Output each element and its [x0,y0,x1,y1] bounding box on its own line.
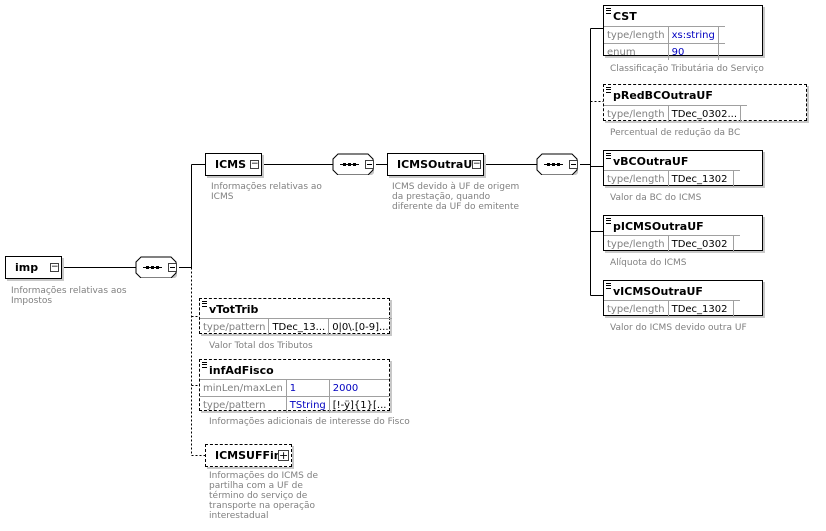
element-name: pRedBCOutraUF [613,89,713,102]
attributes-icon [202,362,207,368]
element-name: infAdFisco [209,364,274,377]
attributes-icon [606,218,611,224]
element-name: vICMSOutraUF [613,285,703,298]
element-description: Valor da BC do ICMS [610,193,702,203]
attributes-icon [606,87,611,93]
element-name: vTotTrib [209,303,259,316]
element-description: Valor Total dos Tributos [209,341,313,351]
attributes-icon [606,8,611,14]
element-imp[interactable]: imp − [5,256,62,279]
attributes-icon [202,301,207,307]
attributes-icon [606,283,611,289]
element-name: ICMS [215,158,247,171]
element-description: Classificação Tributária do Serviço [610,64,764,74]
element-description: Percentual de redução da BC [610,128,741,138]
sequence-compositor-icon[interactable] [536,153,578,175]
minus-box-icon[interactable]: − [250,159,259,169]
minus-box-icon[interactable]: − [50,262,59,272]
element-description: Informações adicionais de interesse do F… [209,417,410,427]
minus-box-icon[interactable]: − [472,159,481,169]
element-icmsoutrauf[interactable]: ICMSOutraUF − [387,153,484,176]
element-name: pICMSOutraUF [613,220,704,233]
element-name: ICMSOutraUF [397,158,480,171]
attributes-icon [606,153,611,159]
element-description: Alíquota do ICMS [610,258,687,268]
element-name: CST [613,10,637,23]
element-icmsuffim[interactable]: ICMSUFFim + [205,444,292,467]
element-icms[interactable]: ICMS − [205,153,262,176]
element-name: ICMSUFFim [215,449,286,462]
sequence-compositor-icon[interactable] [135,256,177,278]
plus-box-icon[interactable]: + [278,449,289,462]
element-description: Valor do ICMS devido outra UF [610,323,747,333]
element-name: imp [15,261,39,274]
element-name: vBCOutraUF [613,155,689,168]
sequence-compositor-icon[interactable] [332,153,374,175]
